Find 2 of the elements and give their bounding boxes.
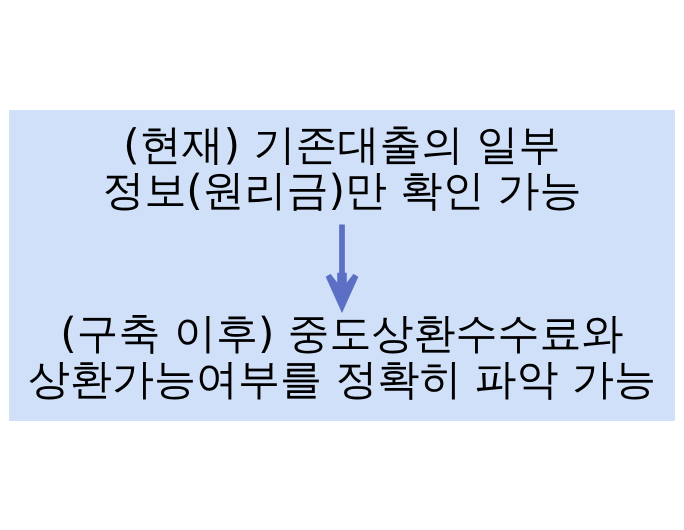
node-text: (구축 이후) 중도상환수수료와 상환가능여부를 정확히 파악 가능 [28,308,656,404]
node-text: (현재) 기존대출의 일부 정보(원리금)만 확인 가능 [102,119,582,214]
